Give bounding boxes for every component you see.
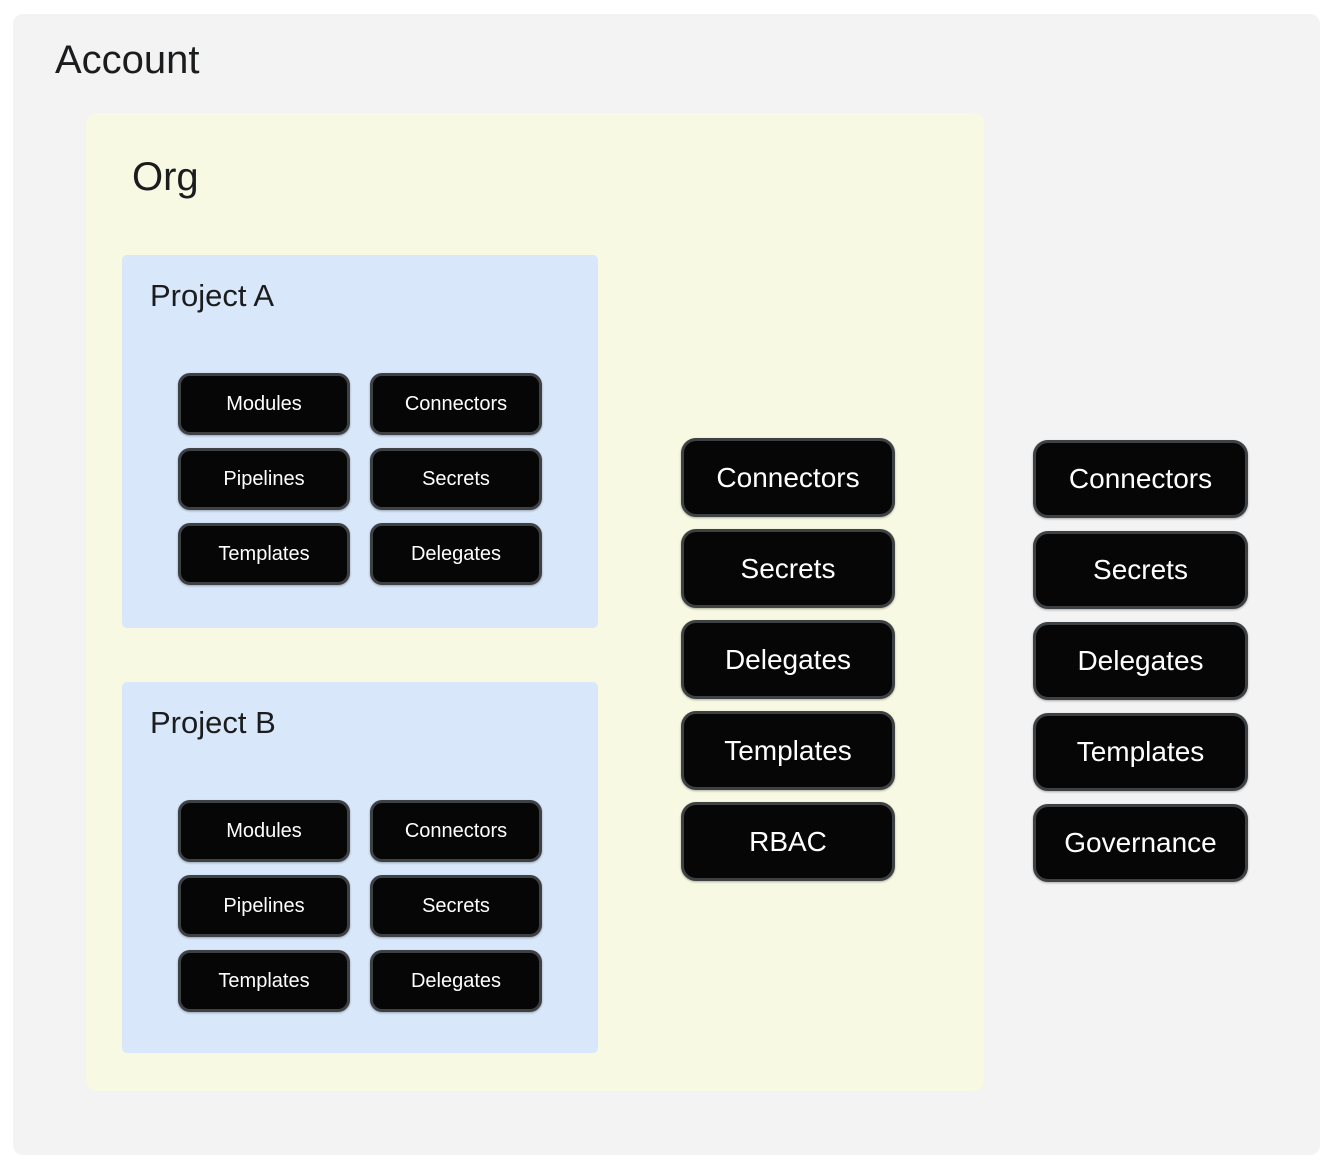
project-a-title: Project A bbox=[150, 278, 275, 313]
project-b-templates-button[interactable]: Templates bbox=[178, 950, 350, 1012]
project-a-templates-button[interactable]: Templates bbox=[178, 523, 350, 585]
project-b-connectors-button[interactable]: Connectors bbox=[370, 800, 542, 862]
account-governance-button[interactable]: Governance bbox=[1033, 804, 1248, 882]
account-connectors-button[interactable]: Connectors bbox=[1033, 440, 1248, 518]
project-b-modules-button[interactable]: Modules bbox=[178, 800, 350, 862]
account-title: Account bbox=[55, 38, 200, 82]
project-a-delegates-button[interactable]: Delegates bbox=[370, 523, 542, 585]
project-b-delegates-button[interactable]: Delegates bbox=[370, 950, 542, 1012]
project-b-pipelines-button[interactable]: Pipelines bbox=[178, 875, 350, 937]
org-title: Org bbox=[132, 155, 199, 199]
org-secrets-button[interactable]: Secrets bbox=[681, 529, 895, 608]
account-secrets-button[interactable]: Secrets bbox=[1033, 531, 1248, 609]
project-a-modules-button[interactable]: Modules bbox=[178, 373, 350, 435]
project-a-secrets-button[interactable]: Secrets bbox=[370, 448, 542, 510]
org-templates-button[interactable]: Templates bbox=[681, 711, 895, 790]
account-templates-button[interactable]: Templates bbox=[1033, 713, 1248, 791]
org-rbac-button[interactable]: RBAC bbox=[681, 802, 895, 881]
project-b-title: Project B bbox=[150, 705, 276, 740]
org-connectors-button[interactable]: Connectors bbox=[681, 438, 895, 517]
account-delegates-button[interactable]: Delegates bbox=[1033, 622, 1248, 700]
project-a-connectors-button[interactable]: Connectors bbox=[370, 373, 542, 435]
org-delegates-button[interactable]: Delegates bbox=[681, 620, 895, 699]
project-a-pipelines-button[interactable]: Pipelines bbox=[178, 448, 350, 510]
project-b-secrets-button[interactable]: Secrets bbox=[370, 875, 542, 937]
